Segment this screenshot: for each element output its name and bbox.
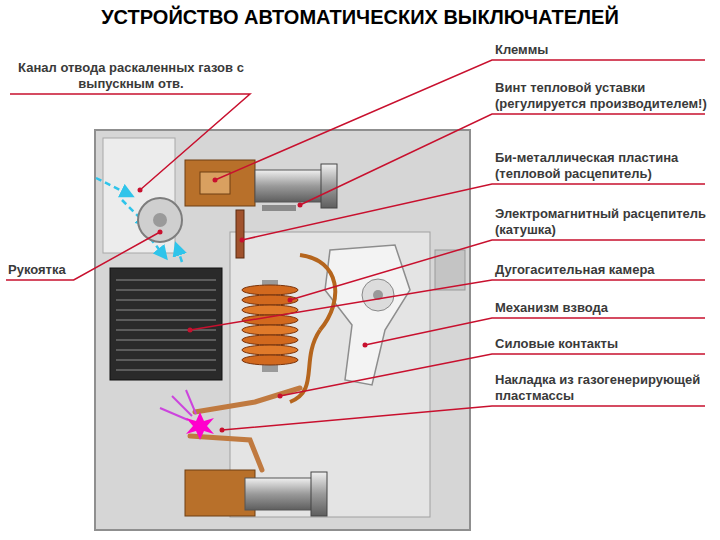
part-label: Накладка из газогенерирующей пластмассы <box>495 372 707 404</box>
leader-dot <box>138 188 143 193</box>
part-label: Винт тепловой уставки (регулируется прои… <box>495 80 707 112</box>
leader-dot <box>158 230 163 235</box>
leader-dot <box>213 178 218 183</box>
part-label: Механизм взвода <box>495 300 707 316</box>
bimetal-strip <box>236 205 296 258</box>
leader-line <box>6 232 160 280</box>
bottom-terminal <box>185 470 327 516</box>
arc-spark <box>160 390 214 440</box>
leader-line <box>10 94 250 190</box>
leader-dot <box>220 428 225 433</box>
leader-line <box>222 406 705 430</box>
leader-dot <box>363 343 368 348</box>
part-label: Дугогасительная камера <box>495 262 707 278</box>
title: УСТРОЙСТВО АВТОМАТИЧЕСКИХ ВЫКЛЮЧАТЕЛЕЙ <box>0 6 720 29</box>
mechanism <box>325 245 410 385</box>
handle <box>138 198 182 242</box>
part-label: Канал отвода раскаленных газов с выпускн… <box>12 60 250 92</box>
leader-dot <box>240 238 245 243</box>
leader-dot <box>188 328 193 333</box>
leader-dot <box>278 394 283 399</box>
part-label: Рукоятка <box>8 262 66 278</box>
housing <box>95 130 470 530</box>
gas-flow-arrows <box>96 178 182 262</box>
braided-wire <box>290 255 335 402</box>
coil <box>242 280 298 372</box>
part-label: Би-металлическая пластина (тепловой расц… <box>495 150 707 182</box>
part-label: Электромагнитный расцепитель (катушка) <box>495 206 707 238</box>
leader-line <box>190 280 705 330</box>
part-label: Клеммы <box>495 42 707 58</box>
arc-chute <box>110 268 222 380</box>
top-terminal <box>185 160 337 208</box>
part-label: Силовые контакты <box>495 336 707 352</box>
leader-dot <box>288 298 293 303</box>
leader-dot <box>298 203 303 208</box>
